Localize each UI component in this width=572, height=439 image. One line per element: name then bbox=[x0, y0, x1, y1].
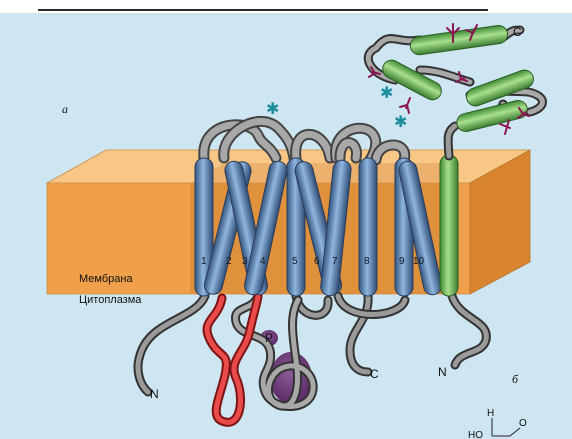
asterisk-1: ✱ bbox=[266, 99, 279, 118]
asterisks: ✱ ✱ ✱ bbox=[266, 83, 407, 131]
helix-number-5: 5 bbox=[292, 256, 298, 267]
helix-number-2: 2 bbox=[226, 256, 232, 267]
helix-number-3: 3 bbox=[242, 256, 248, 267]
phospho-label: P bbox=[265, 331, 273, 345]
panel-label-b: б bbox=[512, 372, 518, 387]
formula-fragment: H O HO bbox=[468, 408, 527, 439]
n-terminus-right: N bbox=[438, 365, 447, 379]
helix-number-8: 8 bbox=[364, 256, 370, 267]
helix-8 bbox=[359, 158, 377, 296]
formula-ho: HO bbox=[468, 430, 483, 439]
formula-o: O bbox=[519, 418, 527, 429]
panel-label-a: а bbox=[62, 102, 68, 117]
n-terminus-left: N bbox=[150, 387, 159, 401]
green-helix bbox=[440, 155, 458, 296]
c-terminus-middle: C bbox=[370, 367, 379, 381]
asterisk-2: ✱ bbox=[380, 83, 393, 102]
helix-number-10: 10 bbox=[413, 256, 425, 267]
cytoplasm-label: Цитоплазма bbox=[79, 294, 141, 306]
helix-number-6: 6 bbox=[314, 256, 320, 267]
asterisk-3: ✱ bbox=[394, 112, 407, 131]
helix-number-7: 7 bbox=[332, 256, 338, 267]
membrane-label: Мембрана bbox=[79, 273, 133, 285]
helix-number-9: 9 bbox=[399, 256, 405, 267]
helix-number-1: 1 bbox=[201, 256, 207, 267]
helix-number-4: 4 bbox=[260, 256, 266, 267]
c-terminus-top: C bbox=[513, 25, 522, 39]
formula-h: H bbox=[487, 408, 494, 419]
